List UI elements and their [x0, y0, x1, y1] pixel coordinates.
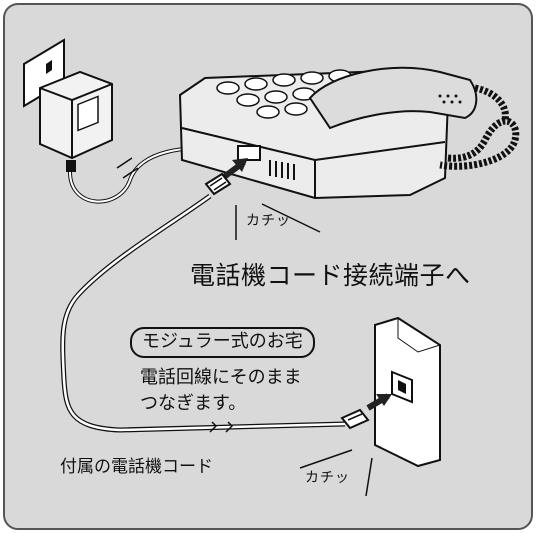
- click-mark-top-diagonal: [261, 203, 321, 233]
- diagram-title: 電話機コード接続端子へ: [190, 261, 471, 290]
- cord-label: 付属の電話機コード: [60, 457, 213, 477]
- modular-label: モジュラー式のお宅: [130, 327, 315, 358]
- ac-adapter: [39, 70, 113, 172]
- handset: [308, 66, 478, 130]
- description-line-2: つなぎます。: [140, 393, 247, 414]
- click-mark-bottom-vertical: [365, 457, 373, 497]
- click-mark-bottom-diagonal: [299, 449, 353, 469]
- side-vent: [269, 160, 295, 180]
- description-line-1: 電話回線にそのまま: [140, 367, 302, 388]
- base-jack: [237, 145, 261, 161]
- modular-plug-top: [204, 172, 232, 196]
- click-sound-top: カチッ: [246, 213, 291, 229]
- modular-plug-bottom: [340, 408, 370, 430]
- telephone-cord: [61, 194, 346, 432]
- click-sound-bottom: カチッ: [305, 470, 350, 486]
- arrow-to-base-head: [232, 158, 248, 172]
- cord-break-mark-2: [209, 421, 234, 433]
- arrow-to-wall-head: [376, 394, 392, 406]
- cord-break-mark: [116, 157, 139, 179]
- coiled-cord-upper: [474, 84, 509, 121]
- wall-jack-plate: [374, 316, 441, 468]
